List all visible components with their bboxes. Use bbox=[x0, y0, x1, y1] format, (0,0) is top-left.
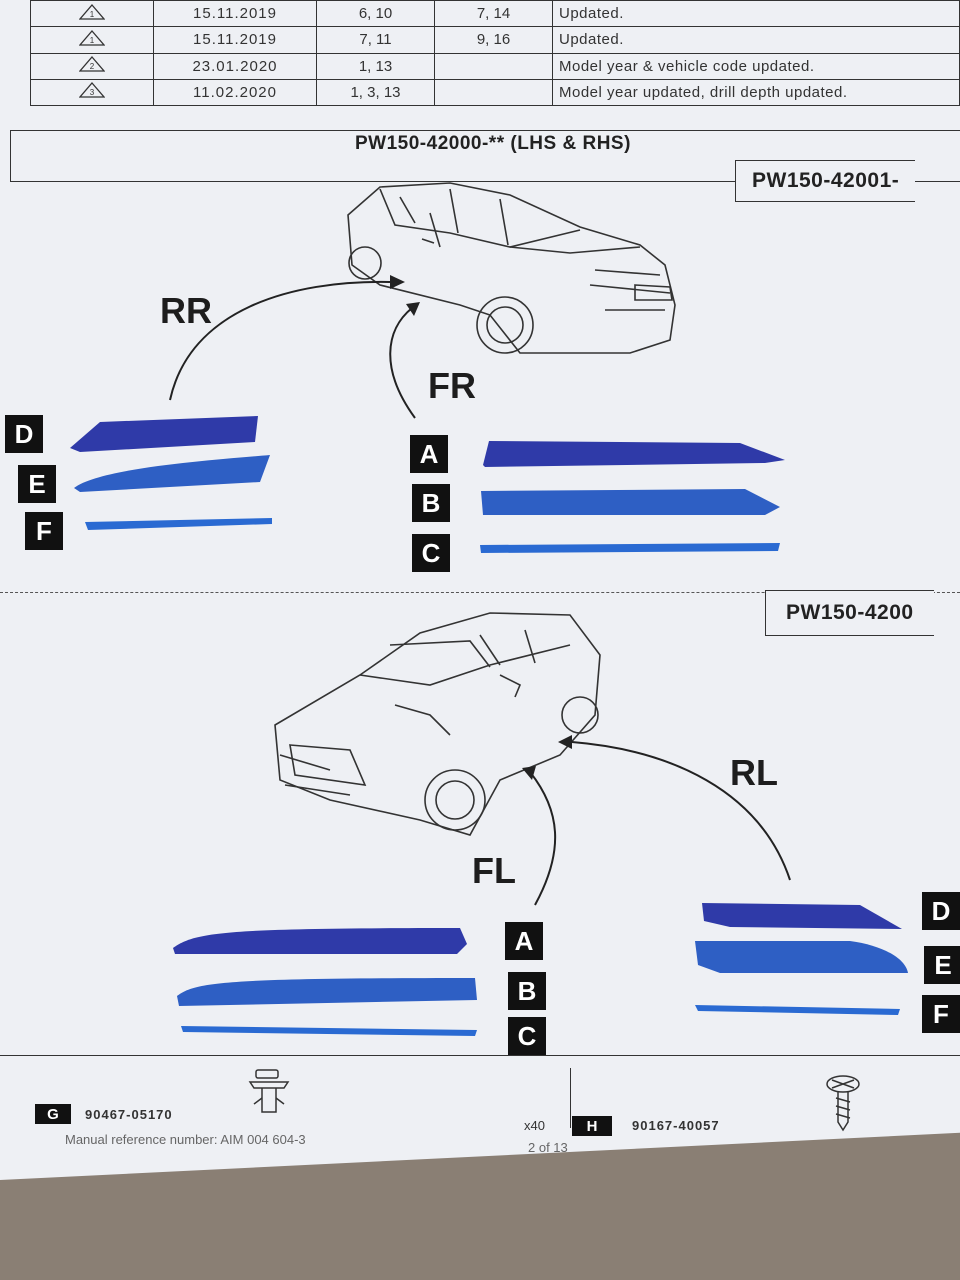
part-b-strip bbox=[177, 978, 477, 1006]
arrow-head-icon bbox=[406, 302, 420, 316]
revision-pages: 6, 10 bbox=[316, 0, 435, 28]
part-number-h: 90167-40057 bbox=[632, 1118, 720, 1133]
revision-description: Updated. bbox=[552, 0, 960, 28]
manual-reference: Manual reference number: AIM 004 604-3 bbox=[65, 1132, 306, 1147]
part-number-g: 90467-05170 bbox=[85, 1107, 173, 1122]
revision-date: 23.01.2020 bbox=[153, 52, 317, 80]
hardware-divider bbox=[570, 1068, 571, 1128]
label-rear-left: RL bbox=[730, 752, 778, 793]
revision-description: Updated. bbox=[552, 26, 960, 54]
screw-icon bbox=[826, 1075, 860, 1132]
arrows-top bbox=[169, 275, 420, 419]
revision-date: 11.02.2020 bbox=[153, 78, 317, 107]
part-letter-e: E bbox=[18, 465, 56, 503]
car-left-side-icon bbox=[274, 612, 601, 836]
part-letter-d: D bbox=[5, 415, 43, 453]
part-strips-def-rear-left bbox=[695, 903, 908, 1015]
rivet-clip-icon bbox=[248, 1069, 290, 1113]
part-d-strip bbox=[702, 903, 902, 929]
table-row: 3 11.02.2020 1, 3, 13 Model year updated… bbox=[30, 78, 960, 107]
table-row: 1 15.11.2019 6, 10 7, 14 Updated. bbox=[30, 0, 960, 28]
part-letter-a: A bbox=[505, 922, 543, 960]
part-c-strip bbox=[480, 543, 780, 553]
arrow-head-icon bbox=[390, 275, 405, 289]
part-letter-f: F bbox=[922, 995, 960, 1033]
part-d-strip bbox=[70, 416, 258, 452]
revision-triangle-icon: 3 bbox=[79, 82, 105, 99]
svg-text:2: 2 bbox=[90, 62, 95, 71]
part-letter-b: B bbox=[412, 484, 450, 522]
revision-pages-2: 9, 16 bbox=[434, 26, 553, 54]
right-side-code-box: PW150-42001- bbox=[735, 160, 916, 202]
table-row: 1 15.11.2019 7, 11 9, 16 Updated. bbox=[30, 26, 960, 54]
revision-description: Model year & vehicle code updated. bbox=[552, 52, 960, 80]
section-divider bbox=[0, 592, 960, 593]
revision-table: 1 15.11.2019 6, 10 7, 14 Updated. 1 15.1… bbox=[30, 0, 960, 107]
car-right-side-icon bbox=[347, 182, 676, 354]
arrow-head-icon bbox=[522, 766, 536, 780]
svg-text:3: 3 bbox=[90, 88, 95, 97]
revision-triangle-icon: 1 bbox=[79, 3, 105, 20]
part-strips-abc-front-right bbox=[480, 441, 785, 553]
part-e-strip bbox=[695, 941, 908, 973]
page-number: 2 of 13 bbox=[528, 1140, 568, 1155]
part-letter-b: B bbox=[508, 972, 546, 1010]
revision-triangle-icon: 1 bbox=[79, 29, 105, 46]
part-quantity-g: x40 bbox=[524, 1118, 545, 1133]
part-tag-g: G bbox=[35, 1104, 71, 1124]
revision-pages: 1, 13 bbox=[316, 52, 435, 80]
part-letter-e: E bbox=[924, 946, 960, 984]
svg-text:1: 1 bbox=[90, 36, 95, 45]
hardware-section bbox=[0, 1055, 960, 1136]
part-letter-a: A bbox=[410, 435, 448, 473]
part-e-strip bbox=[74, 455, 270, 492]
arrow-head-icon bbox=[558, 735, 572, 749]
revision-pages-2 bbox=[434, 52, 553, 80]
label-front-left: FL bbox=[472, 850, 516, 891]
table-row: 2 23.01.2020 1, 13 Model year & vehicle … bbox=[30, 52, 960, 80]
arrows-bottom bbox=[522, 735, 791, 906]
revision-pages-2 bbox=[434, 78, 553, 107]
revision-date: 15.11.2019 bbox=[153, 26, 317, 54]
revision-description: Model year updated, drill depth updated. bbox=[552, 78, 960, 107]
section-header-box bbox=[10, 130, 960, 182]
part-letter-c: C bbox=[508, 1017, 546, 1055]
part-strips-abc-front-left bbox=[173, 928, 477, 1036]
part-a-strip bbox=[173, 928, 467, 954]
part-f-strip bbox=[695, 1005, 900, 1015]
revision-date: 15.11.2019 bbox=[153, 0, 317, 28]
revision-pages: 1, 3, 13 bbox=[316, 78, 435, 107]
part-a-strip bbox=[483, 441, 785, 467]
part-letter-f: F bbox=[25, 512, 63, 550]
part-letter-d: D bbox=[922, 892, 960, 930]
section-title: PW150-42000-** (LHS & RHS) bbox=[355, 133, 631, 154]
part-letter-c: C bbox=[412, 534, 450, 572]
part-strips-def-rear-right bbox=[70, 416, 272, 530]
revision-pages-2: 7, 14 bbox=[434, 0, 553, 28]
left-side-code-box: PW150-4200 bbox=[765, 590, 934, 636]
part-tag-h: H bbox=[572, 1116, 612, 1136]
part-f-strip bbox=[85, 518, 272, 530]
label-front-right: FR bbox=[428, 365, 476, 406]
revision-pages: 7, 11 bbox=[316, 26, 435, 54]
label-rear-right: RR bbox=[160, 290, 212, 331]
svg-text:1: 1 bbox=[90, 10, 95, 19]
part-c-strip bbox=[181, 1026, 477, 1036]
part-b-strip bbox=[481, 489, 780, 515]
revision-triangle-icon: 2 bbox=[79, 56, 105, 72]
